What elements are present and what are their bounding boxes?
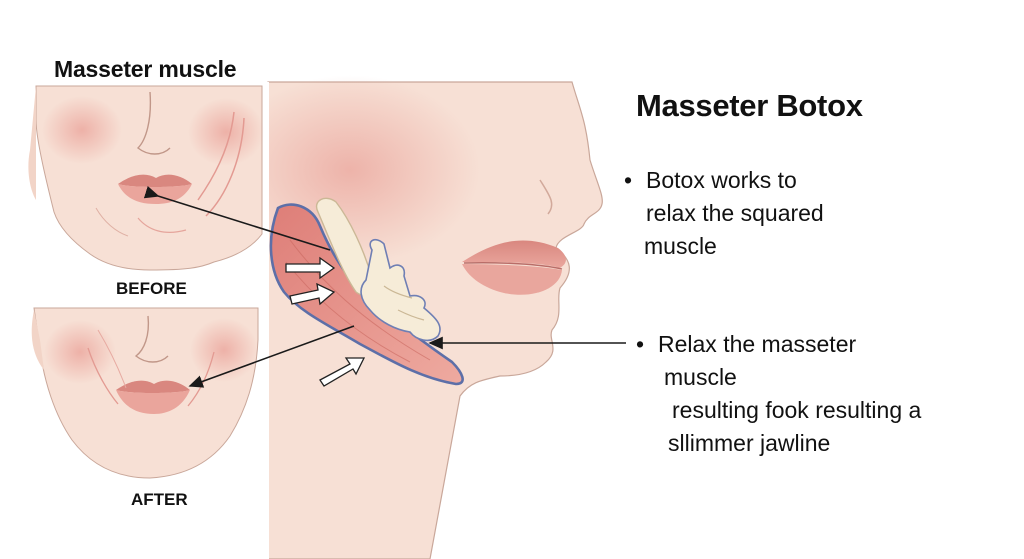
bullet-dot: • (636, 331, 645, 357)
bullet-2-line-3: resulting fook resulting a (672, 397, 922, 423)
right-title: Masseter Botox (636, 88, 863, 123)
large-lips (462, 240, 566, 268)
bullet-1-line-2: relax the squared (646, 200, 824, 226)
bullet-2-line-1: Relax the masseter (658, 331, 857, 357)
bullet-2-line-2: muscle (664, 364, 737, 390)
bullet-2-line-4: sllimmer jawline (668, 430, 831, 456)
masseter-muscle-diagram (269, 197, 464, 387)
bullet-1-line-1: Botox works to (646, 167, 797, 193)
bullet-dot: • (624, 167, 633, 193)
connector-arrows (143, 186, 626, 388)
before-label: BEFORE (116, 279, 187, 298)
arrow-muscle-to-after (188, 325, 355, 388)
left-title: Masseter muscle (54, 56, 237, 82)
before-face (28, 85, 264, 271)
inward-arrows (285, 256, 366, 387)
arrow-before-to-muscle (143, 186, 331, 251)
bullet-2: • Relax the masseter muscle resulting foo… (636, 328, 921, 460)
after-label: AFTER (131, 490, 188, 509)
mandible-bone (360, 238, 441, 342)
bullet-1: • Botox works to relax the squared muscle (624, 164, 824, 263)
masseter-muscle (269, 203, 464, 386)
bullet-1-line-3: muscle (644, 233, 717, 259)
after-face (31, 307, 259, 479)
